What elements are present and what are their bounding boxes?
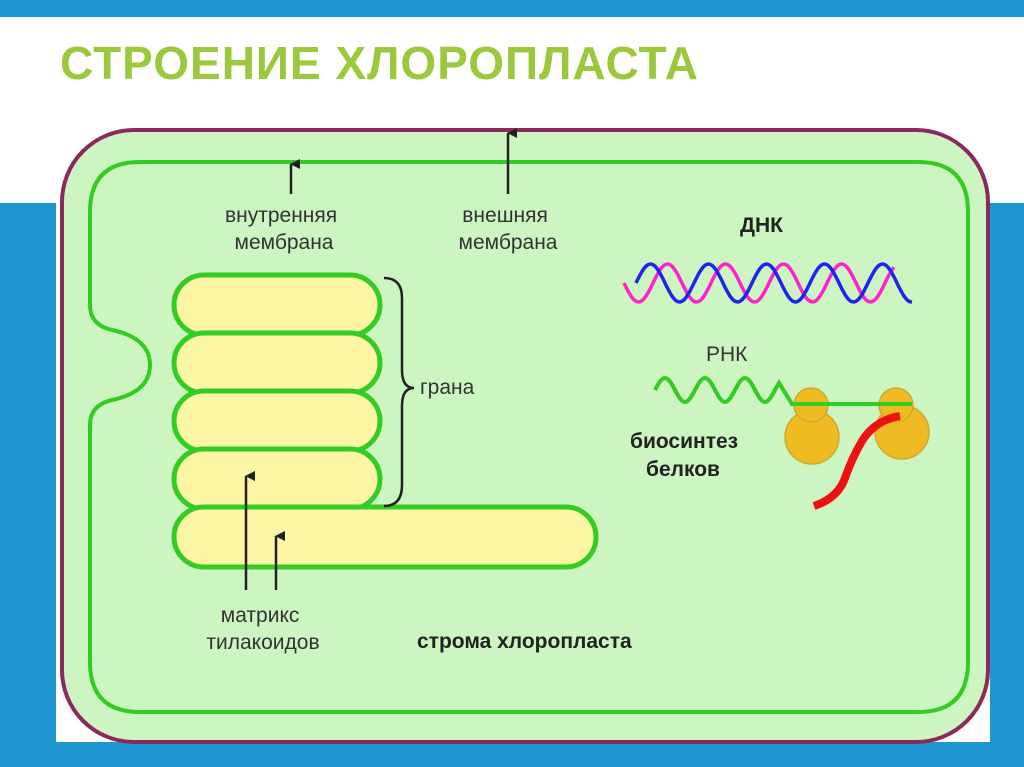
thylakoid-disk (171, 388, 383, 454)
rna-strand (653, 375, 794, 406)
inner-membrane-label: внутренняя мембрана (225, 204, 343, 254)
thylakoid-disk (171, 272, 383, 338)
rna-label: РНК (706, 343, 748, 366)
dna-label: ДНК (740, 214, 783, 237)
outer-membrane-label: внешняя мембрана (459, 204, 558, 254)
top-accent-bar (0, 0, 1024, 17)
protein-chain (812, 412, 901, 510)
grana-label: грана (420, 376, 475, 399)
left-accent-panel (0, 203, 56, 767)
grana-stack (171, 272, 383, 512)
slide-title: СТРОЕНИЕ ХЛОРОПЛАСТА (60, 37, 699, 89)
dna-strand-pink (622, 262, 896, 304)
stroma-thylakoid (171, 504, 599, 570)
thylakoid-disk (171, 446, 383, 512)
biosynthesis-label: биосинтез белков (630, 430, 744, 481)
stroma-label: строма хлоропласта (417, 630, 632, 653)
bottom-accent-bar (0, 742, 1024, 767)
dna-helix (622, 262, 913, 304)
grana-bracket (383, 276, 415, 508)
inner-membrane (88, 160, 970, 714)
thylakoid-matrix-label: матрикс тилакоидов (206, 604, 319, 654)
dna-strand-blue (634, 262, 913, 304)
thylakoid-disk (171, 330, 383, 396)
right-accent-panel (990, 203, 1024, 767)
